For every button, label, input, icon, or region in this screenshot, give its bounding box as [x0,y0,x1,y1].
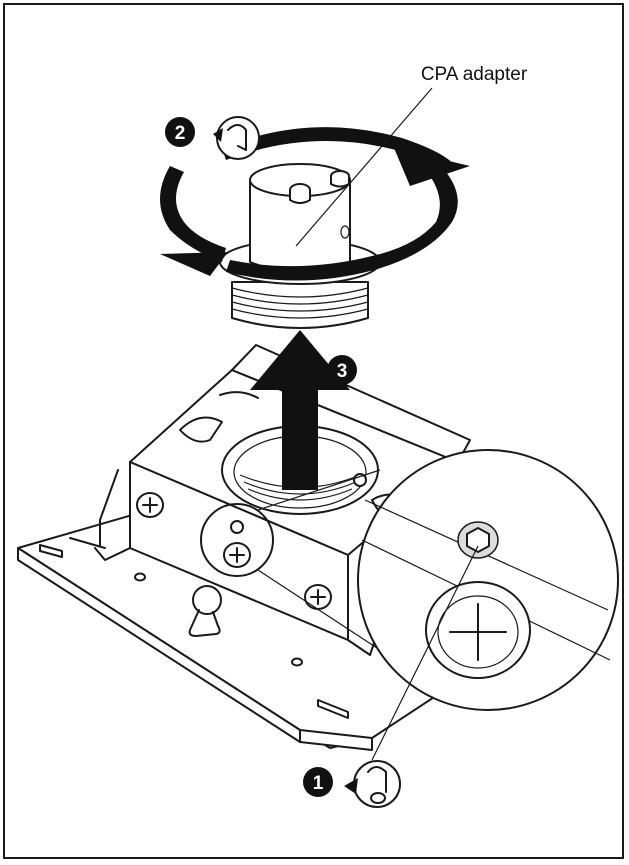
step-2-number: 2 [175,123,186,144]
cpa-adapter [219,163,381,329]
step-1-marker: 1 [303,767,333,797]
adapter-label: CPA adapter [421,64,528,85]
step-2-marker: 2 [165,117,195,147]
step-3-number: 3 [337,361,348,382]
detail-magnifier [200,449,619,711]
step-1-number: 1 [313,773,324,794]
step-3-marker: 3 [327,355,357,385]
step-1-leader-line [371,545,479,761]
rotation-arrow-icon [160,127,470,281]
front-screw-right [304,584,332,610]
front-screw-center [223,520,251,568]
front-screw-left [136,492,164,518]
hex-key-icon [213,116,260,160]
hex-key-icon [344,760,401,808]
lift-arrow-icon [250,330,350,490]
adapter-leader-line [295,87,433,247]
